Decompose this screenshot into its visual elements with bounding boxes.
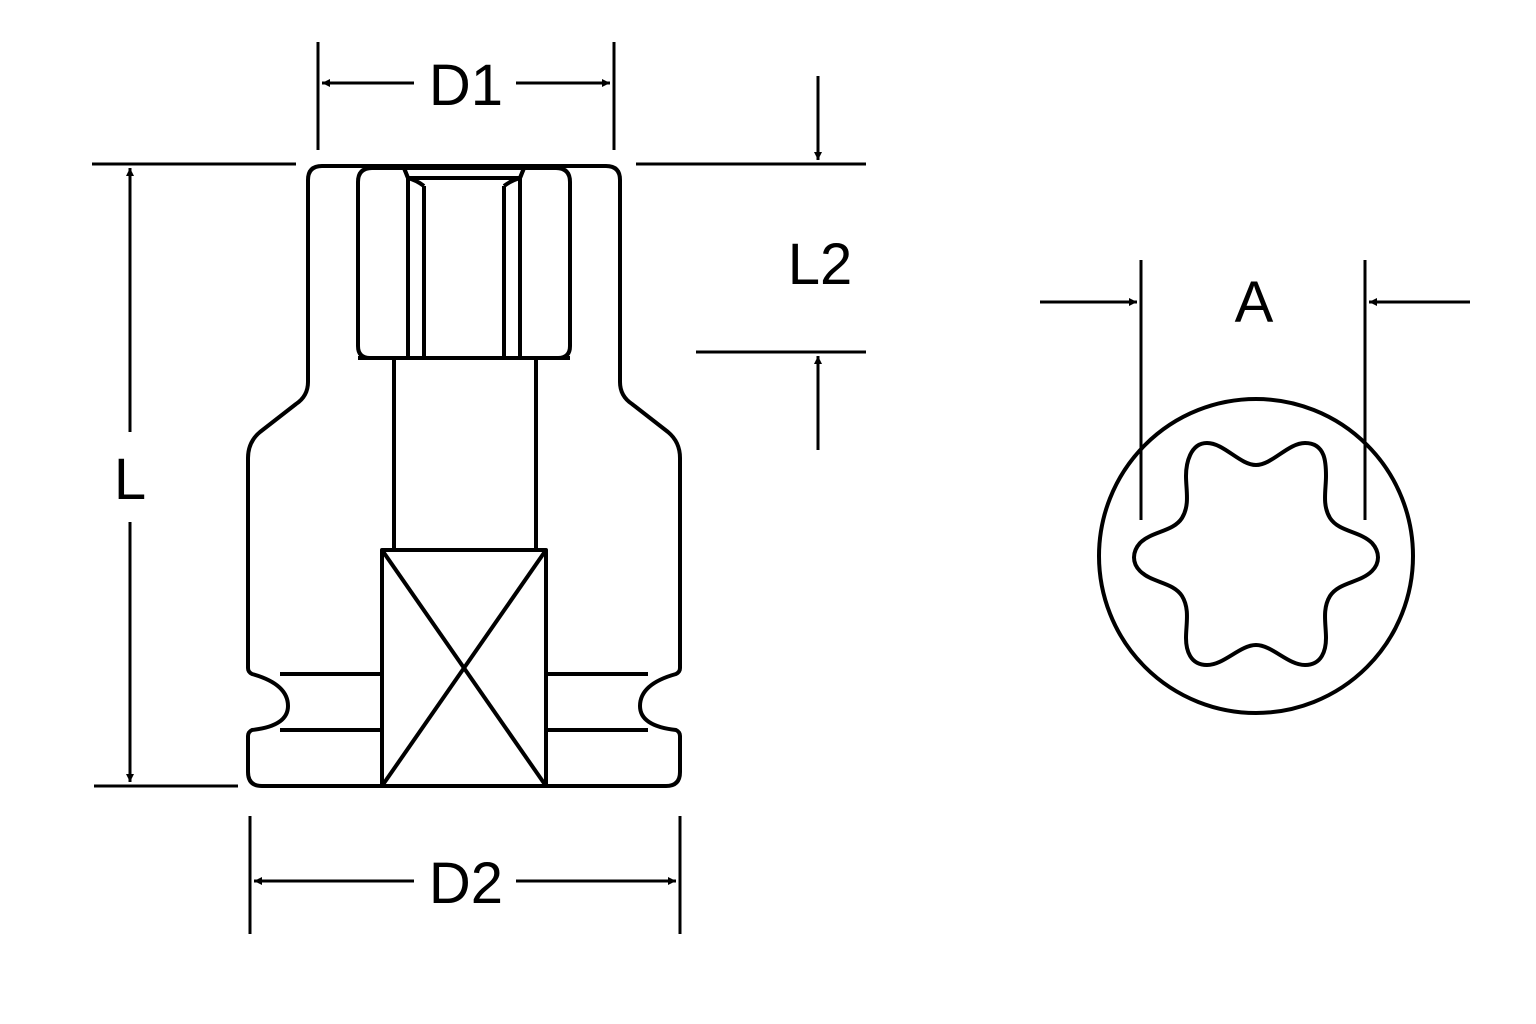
dimension-d1: D1 — [316, 42, 616, 150]
socket-end-circle — [1097, 397, 1415, 715]
a-label: A — [1235, 270, 1274, 335]
dimension-l: L — [92, 162, 296, 788]
torx-profile — [1132, 441, 1380, 667]
bore-curve-right — [502, 176, 521, 188]
socket-side-view — [246, 164, 682, 788]
dimension-d2: D2 — [248, 816, 682, 934]
l-label: L — [114, 447, 146, 512]
d1-label: D1 — [429, 53, 503, 118]
bore-segment-right — [518, 166, 572, 360]
socket-body-outline — [246, 164, 682, 788]
d2-label: D2 — [429, 851, 503, 916]
square-drive-diagonal-b — [380, 548, 548, 788]
bore-segment-left — [356, 166, 410, 360]
socket-end-view — [1097, 397, 1415, 715]
dimension-a: A — [1040, 260, 1470, 520]
bore-curve-left — [407, 176, 426, 188]
bore-segment-center — [402, 166, 526, 180]
square-drive — [380, 548, 548, 788]
dimension-l2: L2 — [636, 76, 866, 450]
l2-label: L2 — [788, 232, 853, 297]
